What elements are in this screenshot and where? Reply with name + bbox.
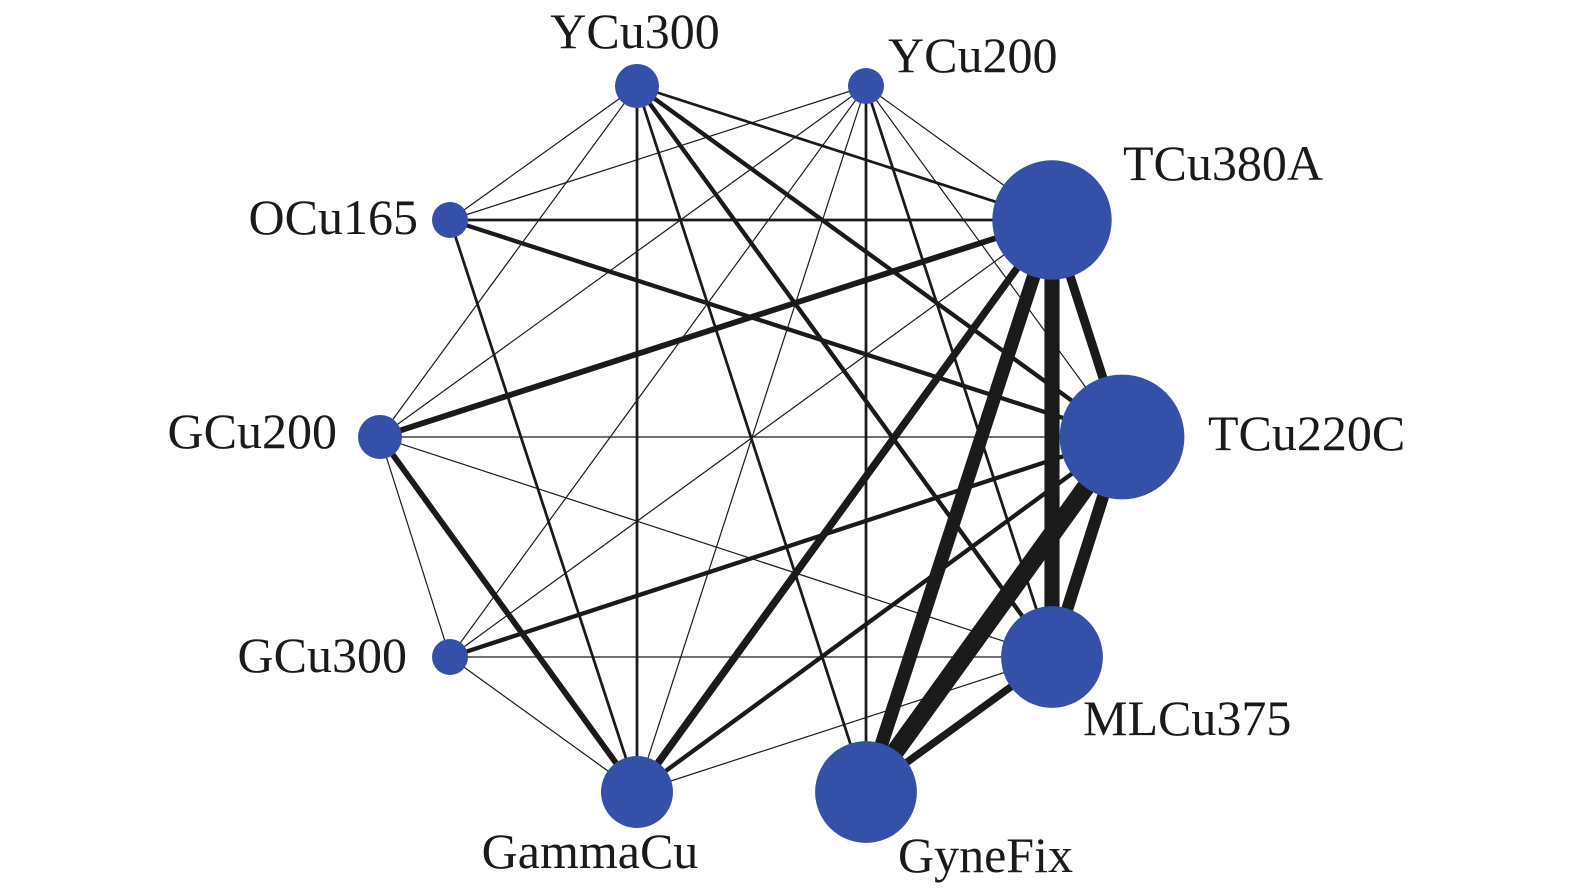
edge-YCu200-OCu165 <box>449 85 867 221</box>
node-label-MLCu375: MLCu375 <box>1083 690 1291 746</box>
node-label-YCu200: YCu200 <box>888 27 1057 83</box>
edge-GCu200-MLCu375 <box>379 436 1053 658</box>
edge-YCu200-GCu200 <box>379 85 867 438</box>
node-YCu300 <box>615 64 659 108</box>
node-GCu200 <box>358 415 402 459</box>
node-GCu300 <box>432 639 468 675</box>
edge-GCu300-TCu220C <box>449 434 1123 660</box>
edge-GammaCu-TCu380A <box>634 217 1055 795</box>
edge-GCu300-GammaCu <box>449 656 638 793</box>
node-GyneFix <box>815 741 917 843</box>
edge-GyneFix-TCu220C <box>858 431 1130 798</box>
node-label-GCu200: GCu200 <box>168 403 337 459</box>
node-label-OCu165: OCu165 <box>249 189 418 245</box>
edge-YCu300-MLCu375 <box>635 84 1054 659</box>
node-YCu200 <box>848 68 884 104</box>
node-TCu380A <box>992 160 1112 280</box>
edge-GCu200-TCu380A <box>379 217 1053 440</box>
edge-GyneFix-TCu380A <box>859 217 1059 795</box>
edge-GCu200-GCu300 <box>379 436 451 658</box>
edge-OCu165-TCu220C <box>449 217 1123 440</box>
edge-GammaCu-MLCu375 <box>636 656 1053 793</box>
node-OCu165 <box>432 202 468 238</box>
node-MLCu375 <box>1001 606 1103 708</box>
edge-YCu200-GCu300 <box>449 85 867 658</box>
node-label-TCu380A: TCu380A <box>1123 135 1323 191</box>
edge-YCu200-GammaCu <box>636 85 867 793</box>
edge-OCu165-GammaCu <box>448 219 639 793</box>
edge-GammaCu-TCu220C <box>635 435 1124 794</box>
node-TCu220C <box>1059 374 1185 500</box>
edge-YCu300-TCu220C <box>635 84 1124 439</box>
node-label-YCu300: YCu300 <box>550 3 719 59</box>
edge-layer <box>377 84 1130 798</box>
node-layer <box>358 64 1185 843</box>
edge-YCu300-OCu165 <box>449 85 638 221</box>
node-label-GCu300: GCu300 <box>238 627 407 683</box>
node-GammaCu <box>601 756 673 828</box>
edge-GCu300-TCu380A <box>449 219 1053 658</box>
node-label-GyneFix: GyneFix <box>898 827 1073 883</box>
node-label-TCu220C: TCu220C <box>1208 405 1405 461</box>
node-label-GammaCu: GammaCu <box>482 823 699 879</box>
edge-YCu300-GCu200 <box>379 85 638 438</box>
